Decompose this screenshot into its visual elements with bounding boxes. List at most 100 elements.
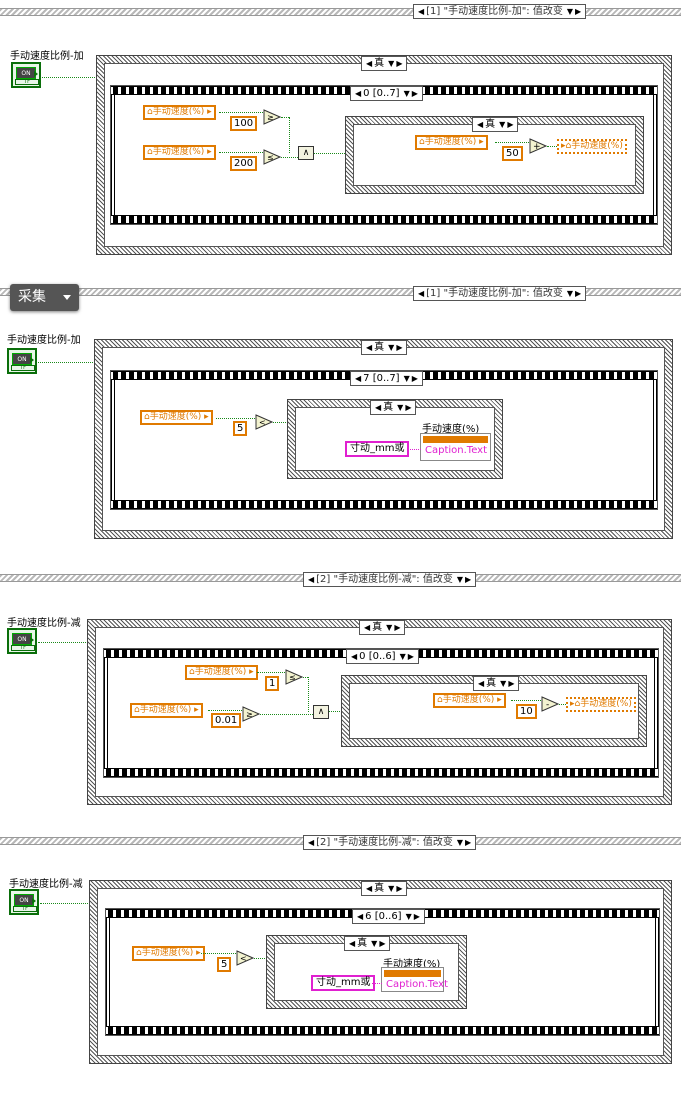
chevron-down-icon[interactable]: ▼ xyxy=(403,374,410,383)
boolean-control-terminal[interactable]: ON TF xyxy=(11,62,41,88)
chevron-down-icon[interactable]: ▼ xyxy=(500,679,507,688)
decrement-arrow-icon[interactable]: ◀ xyxy=(349,939,356,948)
chevron-down-icon[interactable]: ▼ xyxy=(566,7,574,16)
boolean-control-terminal[interactable]: ON TF xyxy=(7,628,37,654)
case-selector[interactable]: ◀ 真 ▼ ▶ xyxy=(359,620,406,635)
local-variable[interactable]: ⌂手动速度(%) ▸ xyxy=(415,135,488,150)
chevron-down-icon[interactable]: ▼ xyxy=(388,884,395,893)
increment-arrow-icon[interactable]: ▶ xyxy=(413,912,420,921)
decrement-arrow-icon[interactable]: ◀ xyxy=(418,289,425,298)
increment-arrow-icon[interactable]: ▶ xyxy=(394,623,401,632)
boolean-control-terminal[interactable]: ON TF xyxy=(7,348,37,374)
local-variable[interactable]: ⌂手动速度(%) ▸ xyxy=(185,665,258,680)
inner-case-selector[interactable]: ◀ 真 ▼ ▶ xyxy=(370,400,417,415)
increment-arrow-icon[interactable]: ▶ xyxy=(465,838,472,847)
decrement-arrow-icon[interactable]: ◀ xyxy=(357,912,364,921)
decrement-arrow-icon[interactable]: ◀ xyxy=(366,884,373,893)
increment-arrow-icon[interactable]: ▶ xyxy=(411,374,418,383)
decrement-arrow-icon[interactable]: ◀ xyxy=(477,120,484,129)
increment-arrow-icon[interactable]: ▶ xyxy=(411,89,418,98)
chevron-down-icon[interactable]: ▼ xyxy=(371,939,378,948)
string-constant[interactable]: 寸动_mm或 xyxy=(311,975,376,991)
case-selector[interactable]: ◀ 真 ▼ ▶ xyxy=(361,881,408,896)
chevron-down-icon[interactable]: ▼ xyxy=(388,343,395,352)
case-selector[interactable]: ◀ 真 ▼ ▶ xyxy=(361,340,408,355)
chevron-down-icon[interactable]: ▼ xyxy=(566,289,574,298)
and-node[interactable]: ∧ xyxy=(313,705,329,719)
local-variable[interactable]: ⌂手动速度(%) ▸ xyxy=(433,693,506,708)
increment-arrow-icon[interactable]: ▶ xyxy=(396,59,403,68)
compare-node[interactable]: ≥ xyxy=(263,109,281,125)
increment-arrow-icon[interactable]: ▶ xyxy=(405,403,412,412)
numeric-constant[interactable]: 200 xyxy=(230,156,258,171)
chevron-down-icon[interactable]: ▼ xyxy=(388,59,395,68)
chevron-down-icon[interactable]: ▼ xyxy=(456,575,464,584)
sequence-selector[interactable]: ◀ 6 [0..6] ▼ ▶ xyxy=(352,909,425,924)
numeric-constant[interactable]: 1 xyxy=(265,676,280,691)
local-variable-write[interactable]: ▸⌂手动速度(%) xyxy=(557,139,627,154)
compare-node[interactable]: < xyxy=(255,414,273,430)
add-node[interactable]: + xyxy=(529,138,547,154)
increment-arrow-icon[interactable]: ▶ xyxy=(575,7,582,16)
increment-arrow-icon[interactable]: ▶ xyxy=(407,652,414,661)
local-variable[interactable]: ⌂手动速度(%) ▸ xyxy=(143,145,216,160)
and-node[interactable]: ∧ xyxy=(298,146,314,160)
chevron-down-icon[interactable]: ▼ xyxy=(386,623,393,632)
inner-case-selector[interactable]: ◀ 真 ▼ ▶ xyxy=(473,676,520,691)
sequence-selector[interactable]: ◀ 0 [0..6] ▼ ▶ xyxy=(346,649,419,664)
inner-case-selector[interactable]: ◀ 真 ▼ ▶ xyxy=(344,936,391,951)
chevron-down-icon[interactable]: ▼ xyxy=(397,403,404,412)
sequence-selector[interactable]: ◀ 7 [0..7] ▼ ▶ xyxy=(350,371,423,386)
chevron-down-icon[interactable]: ▼ xyxy=(403,89,410,98)
decrement-arrow-icon[interactable]: ◀ xyxy=(366,343,373,352)
sequence-selector[interactable]: ◀ 0 [0..7] ▼ ▶ xyxy=(350,86,423,101)
increment-arrow-icon[interactable]: ▶ xyxy=(379,939,386,948)
compare-node[interactable]: < xyxy=(236,950,254,966)
compare-node[interactable]: ≤ xyxy=(263,149,281,165)
decrement-arrow-icon[interactable]: ◀ xyxy=(308,575,315,584)
decrement-arrow-icon[interactable]: ◀ xyxy=(418,7,425,16)
decrement-arrow-icon[interactable]: ◀ xyxy=(375,403,382,412)
event-case-selector[interactable]: ◀ [2] "手动速度比例-减": 值改变 ▼ ▶ xyxy=(303,835,477,850)
local-variable[interactable]: ⌂手动速度(%) ▸ xyxy=(143,105,216,120)
numeric-constant[interactable]: 100 xyxy=(230,116,258,131)
local-variable[interactable]: ⌂手动速度(%) ▸ xyxy=(140,410,213,425)
decrement-arrow-icon[interactable]: ◀ xyxy=(478,679,485,688)
numeric-constant[interactable]: 5 xyxy=(233,421,248,436)
local-variable[interactable]: ⌂手动速度(%) ▸ xyxy=(130,703,203,718)
numeric-constant[interactable]: 10 xyxy=(516,704,537,719)
chevron-down-icon[interactable]: ▼ xyxy=(399,652,406,661)
local-variable[interactable]: ⌂手动速度(%) ▸ xyxy=(132,946,205,961)
case-selector[interactable]: ◀ 真 ▼ ▶ xyxy=(361,56,408,71)
compare-node[interactable]: ≤ xyxy=(285,669,303,685)
decrement-arrow-icon[interactable]: ◀ xyxy=(366,59,373,68)
property-node[interactable]: Caption.Text xyxy=(381,967,448,992)
decrement-arrow-icon[interactable]: ◀ xyxy=(351,652,358,661)
event-case-selector[interactable]: ◀ [1] "手动速度比例-加": 值改变 ▼ ▶ xyxy=(413,286,587,301)
event-case-selector[interactable]: ◀ [2] "手动速度比例-减": 值改变 ▼ ▶ xyxy=(303,572,477,587)
event-case-selector[interactable]: ◀ [1] "手动速度比例-加": 值改变 ▼ ▶ xyxy=(413,4,587,19)
chevron-down-icon[interactable]: ▼ xyxy=(405,912,412,921)
increment-arrow-icon[interactable]: ▶ xyxy=(396,343,403,352)
decrement-arrow-icon[interactable]: ◀ xyxy=(355,89,362,98)
increment-arrow-icon[interactable]: ▶ xyxy=(508,679,515,688)
chevron-down-icon[interactable]: ▼ xyxy=(499,120,506,129)
string-constant[interactable]: 寸动_mm或 xyxy=(345,441,410,457)
property-node[interactable]: Caption.Text xyxy=(420,433,491,461)
boolean-control-terminal[interactable]: ON TF xyxy=(9,889,39,915)
numeric-constant[interactable]: 5 xyxy=(217,957,232,972)
local-variable-write[interactable]: ▸⌂手动速度(%) xyxy=(566,697,636,712)
chevron-down-icon[interactable]: ▼ xyxy=(456,838,464,847)
compare-node[interactable]: ≥ xyxy=(242,706,260,722)
numeric-constant[interactable]: 50 xyxy=(502,146,523,161)
decrement-arrow-icon[interactable]: ◀ xyxy=(364,623,371,632)
decrement-arrow-icon[interactable]: ◀ xyxy=(308,838,315,847)
inner-case-selector[interactable]: ◀ 真 ▼ ▶ xyxy=(472,117,519,132)
increment-arrow-icon[interactable]: ▶ xyxy=(507,120,514,129)
increment-arrow-icon[interactable]: ▶ xyxy=(575,289,582,298)
numeric-constant[interactable]: 0.01 xyxy=(211,713,242,728)
increment-arrow-icon[interactable]: ▶ xyxy=(396,884,403,893)
subtract-node[interactable]: - xyxy=(541,696,559,712)
decrement-arrow-icon[interactable]: ◀ xyxy=(355,374,362,383)
acquire-menu-button[interactable]: 采集 xyxy=(10,284,79,311)
